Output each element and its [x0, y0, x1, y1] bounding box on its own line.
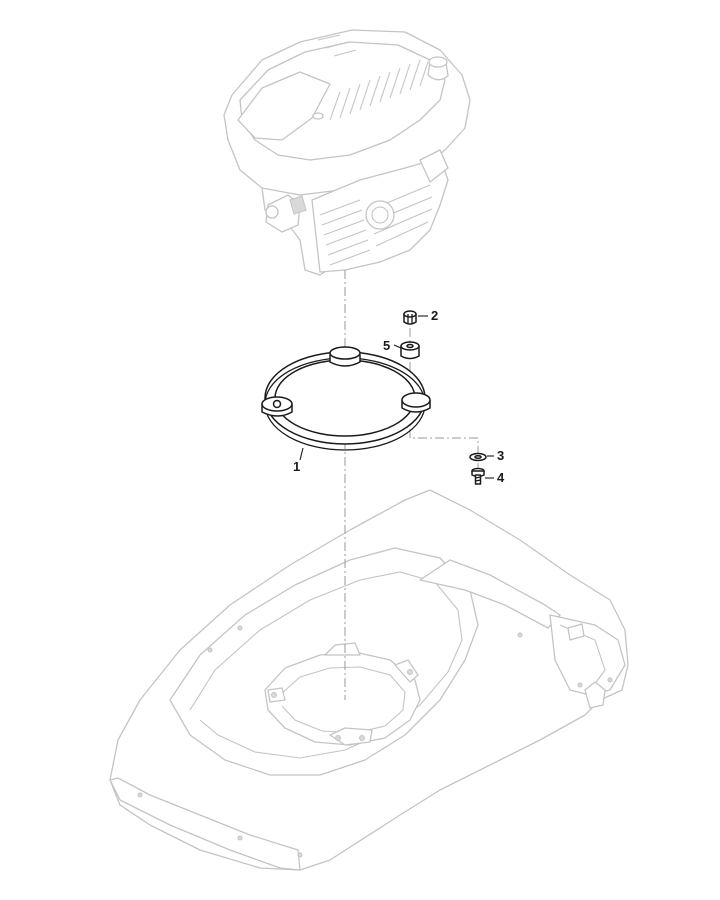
leader-1	[299, 447, 304, 461]
deck-ghost	[109, 489, 629, 871]
leader-5	[393, 344, 402, 349]
callout-1: 1	[293, 459, 300, 474]
callouts: 1 2 3 4 5	[293, 308, 505, 485]
engine-support-ring	[261, 346, 431, 451]
washer	[469, 452, 487, 462]
nut	[403, 310, 417, 325]
callout-5: 5	[383, 338, 390, 353]
screw	[471, 467, 485, 485]
callout-2: 2	[431, 308, 438, 323]
leader-lines	[299, 315, 494, 479]
callout-4: 4	[497, 470, 505, 485]
engine-ghost	[223, 29, 471, 276]
callout-3: 3	[497, 448, 504, 463]
spacer	[400, 341, 420, 360]
